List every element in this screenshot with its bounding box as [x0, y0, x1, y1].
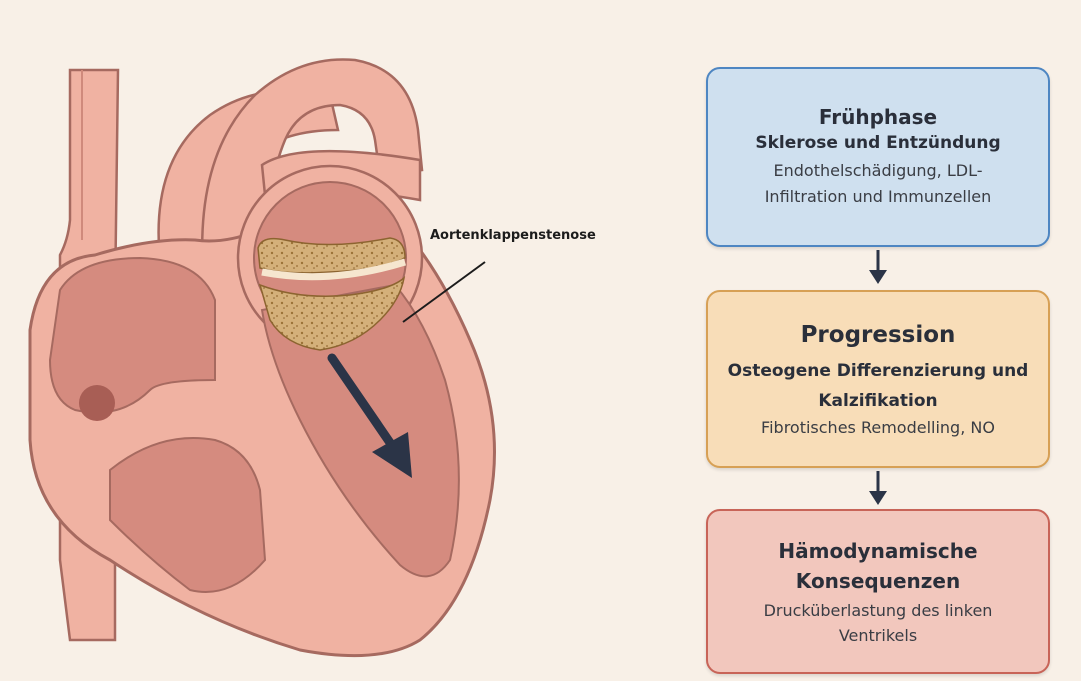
stage-description: Drucküberlastung des linken Ventrikels — [758, 598, 998, 648]
stage-subtitle: Osteogene Differenzierung und Kalzifikat… — [723, 356, 1033, 416]
stage-title: Hämodynamische Konsequenzen — [748, 536, 1008, 596]
stage-description: Fibrotisches Remodelling, NO — [761, 418, 995, 437]
stage-title: Frühphase — [819, 105, 937, 129]
stage-description: Endothelschädigung, LDL-Infiltration und… — [758, 158, 998, 210]
stage-subtitle: Sklerose und Entzündung — [755, 133, 1000, 153]
valve-stenosis-label: Aortenklappenstenose — [430, 228, 596, 243]
stage-title: Progression — [801, 322, 956, 348]
stage-box-progression: Progression Osteogene Differenzierung un… — [706, 290, 1050, 468]
coronary-sinus — [79, 385, 115, 421]
heart-illustration — [0, 0, 700, 681]
down-arrow-icon — [866, 250, 890, 286]
stage-box-early: Frühphase Sklerose und Entzündung Endoth… — [706, 67, 1050, 247]
stage-box-hemodynamics: Hämodynamische Konsequenzen Drucküberlas… — [706, 509, 1050, 674]
down-arrow-icon — [866, 471, 890, 507]
